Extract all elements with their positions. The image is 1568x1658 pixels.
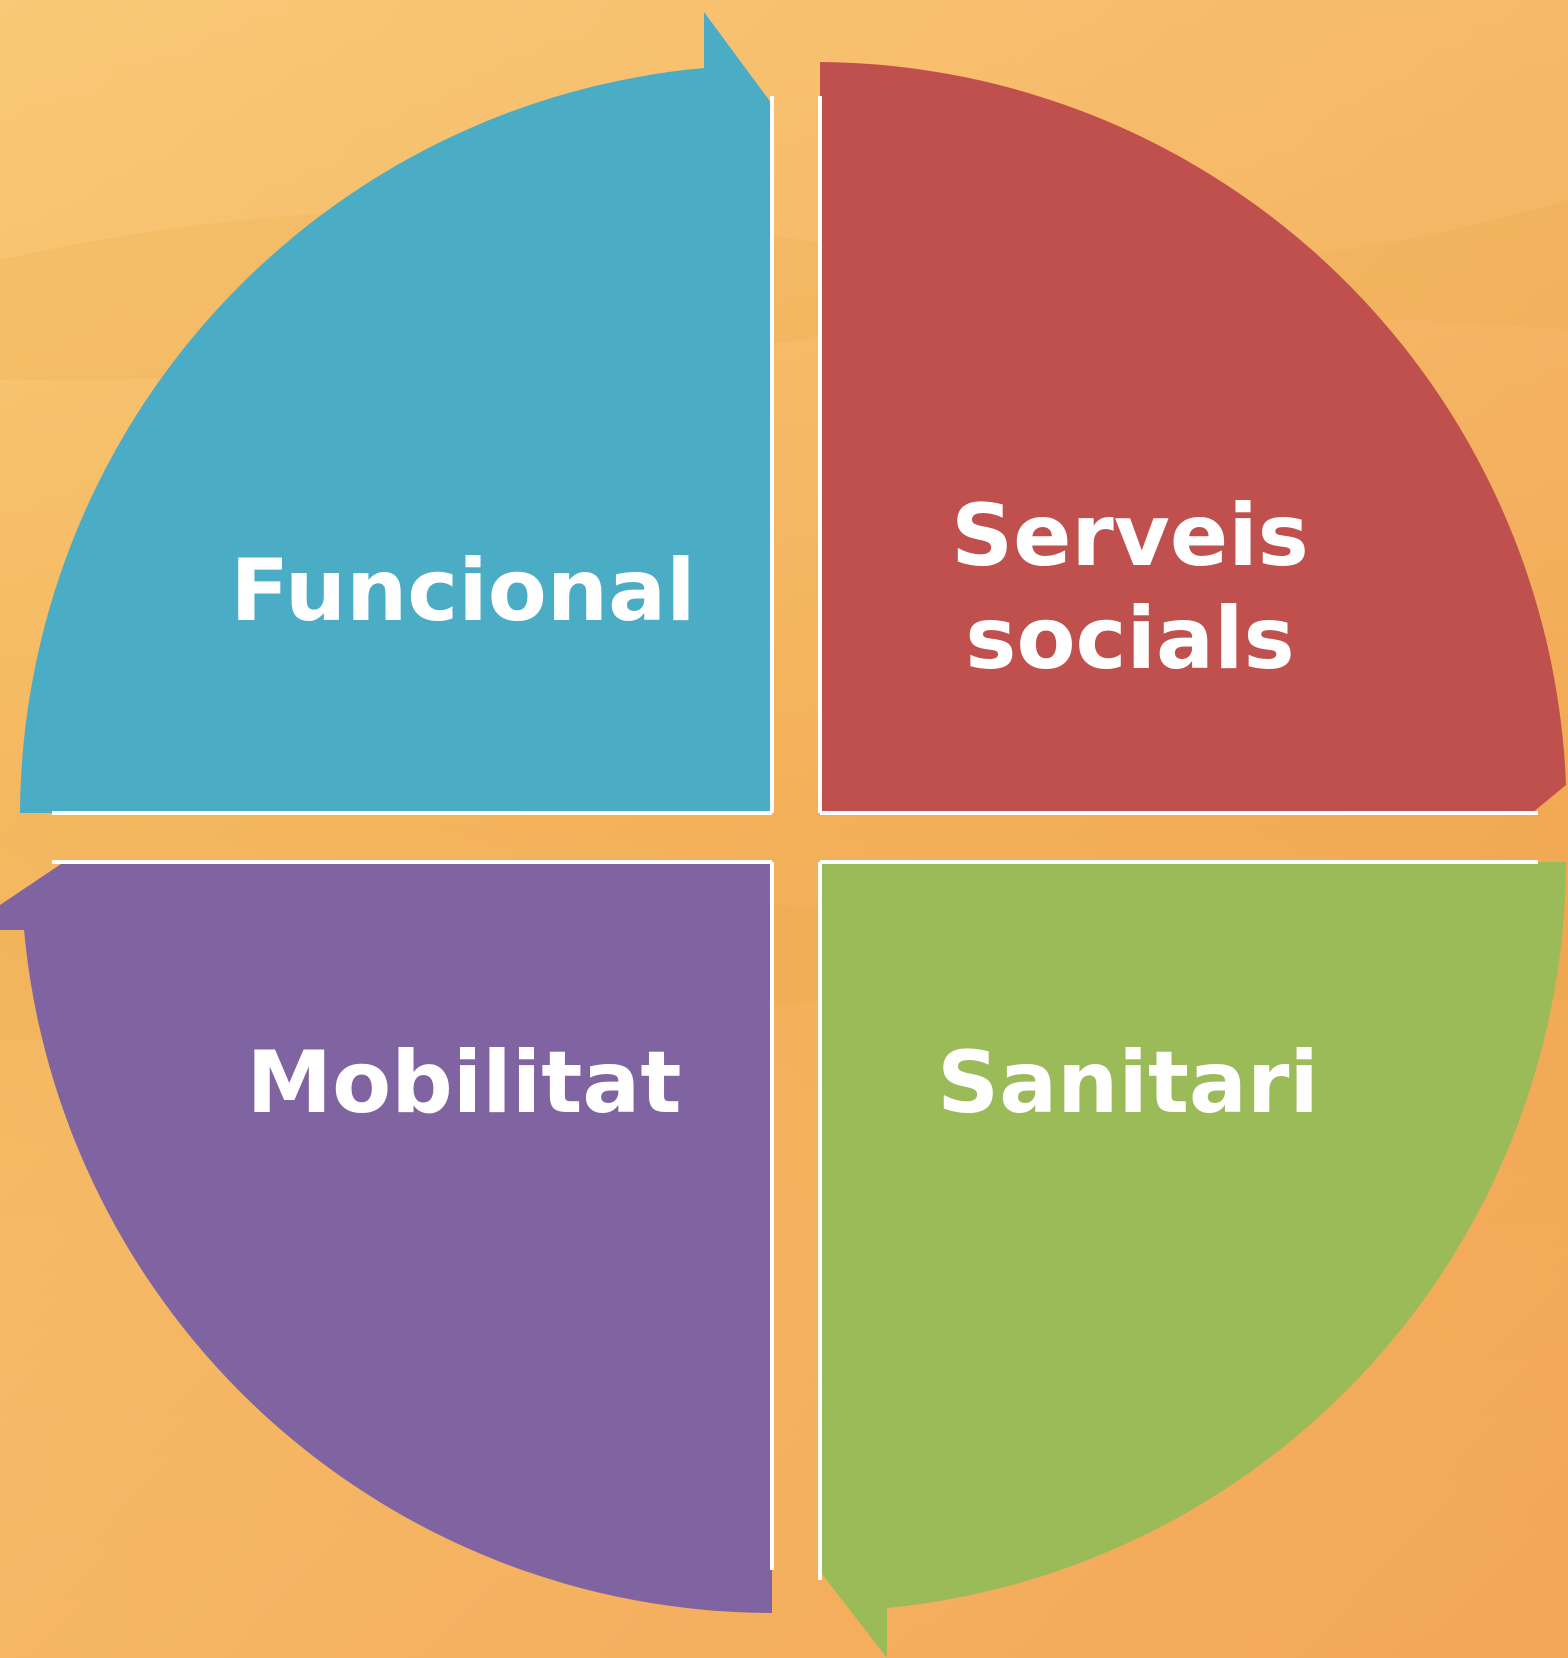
segment-mobilitat	[0, 862, 772, 1613]
segment-serveis-socials	[820, 62, 1566, 813]
label-sanitari: Sanitari	[937, 1033, 1319, 1133]
separators	[52, 96, 1538, 1580]
label-funcional: Funcional	[230, 541, 695, 641]
segment-sanitari	[820, 862, 1566, 1658]
segment-funcional	[20, 12, 772, 813]
label-mobilitat: Mobilitat	[247, 1033, 682, 1133]
label-serveis-socials-line1: Serveis	[951, 486, 1309, 586]
label-serveis-socials-line2: socials	[965, 589, 1294, 689]
